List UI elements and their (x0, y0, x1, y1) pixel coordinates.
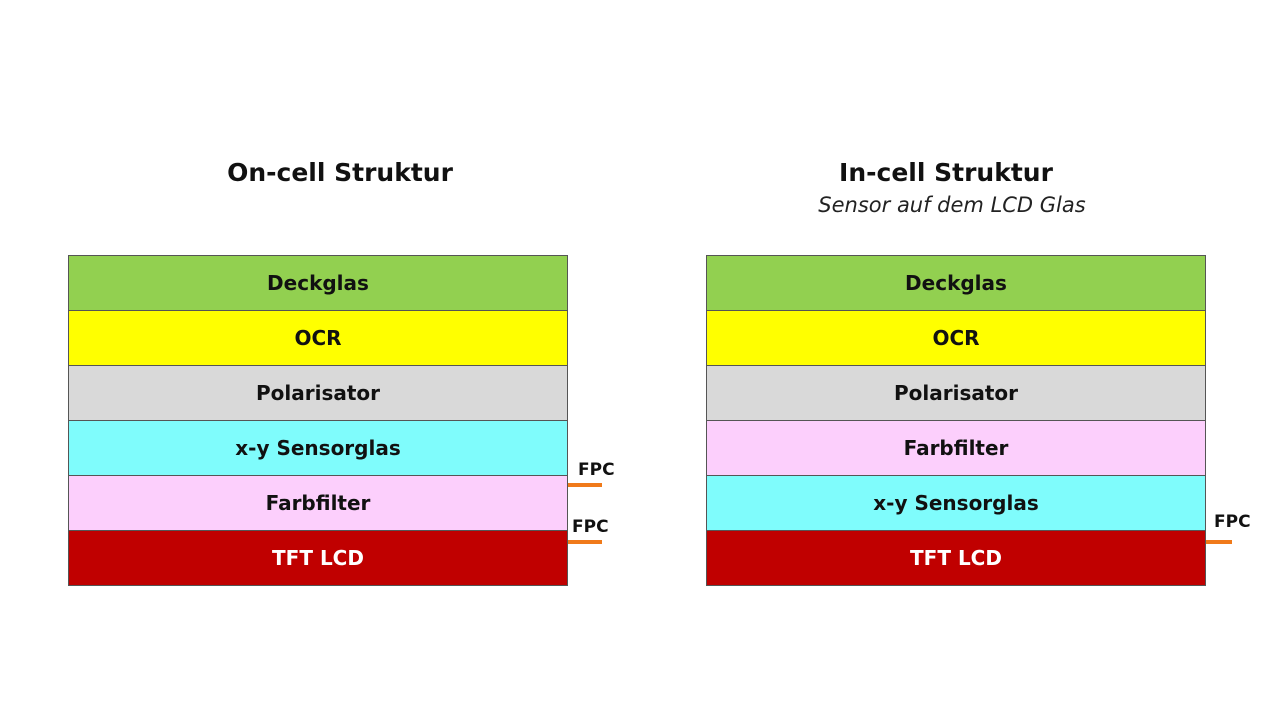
layer-label: x-y Sensorglas (873, 491, 1039, 515)
fpc-connector-in-cell (1206, 540, 1232, 544)
layer-label: Deckglas (905, 271, 1007, 295)
layer-polarisator: Polarisator (68, 365, 568, 421)
fpc-connector-sensorglas (568, 483, 602, 487)
in-cell-subtitle: Sensor auf dem LCD Glas (818, 193, 1086, 217)
in-cell-stack: Deckglas OCR Polarisator Farbfilter x-y … (706, 255, 1206, 586)
layer-ocr: OCR (68, 310, 568, 366)
layer-label: x-y Sensorglas (235, 436, 401, 460)
layer-farbfilter: Farbfilter (68, 475, 568, 531)
layer-label: TFT LCD (272, 546, 364, 570)
in-cell-title: In-cell Struktur (839, 158, 1053, 187)
layer-tft-lcd: TFT LCD (68, 530, 568, 586)
fpc-label-farbfilter: FPC (572, 517, 609, 537)
layer-polarisator: Polarisator (706, 365, 1206, 421)
fpc-label-sensorglas: FPC (578, 460, 615, 480)
layer-tft-lcd: TFT LCD (706, 530, 1206, 586)
fpc-label-in-cell: FPC (1214, 512, 1251, 532)
layer-farbfilter: Farbfilter (706, 420, 1206, 476)
on-cell-title: On-cell Struktur (227, 158, 453, 187)
layer-label: Polarisator (893, 381, 1019, 405)
on-cell-stack: Deckglas OCR Polarisator x-y Sensorglas … (68, 255, 568, 586)
layer-label: Farbfilter (903, 436, 1009, 460)
layer-label: OCR (932, 326, 980, 350)
layer-label: TFT LCD (910, 546, 1002, 570)
layer-label: Polarisator (255, 381, 381, 405)
layer-label: Deckglas (267, 271, 369, 295)
layer-ocr: OCR (706, 310, 1206, 366)
fpc-connector-farbfilter (568, 540, 602, 544)
layer-label: Farbfilter (265, 491, 371, 515)
layer-deckglas: Deckglas (68, 255, 568, 311)
layer-sensorglas: x-y Sensorglas (706, 475, 1206, 531)
layer-sensorglas: x-y Sensorglas (68, 420, 568, 476)
layer-label: OCR (294, 326, 342, 350)
layer-deckglas: Deckglas (706, 255, 1206, 311)
